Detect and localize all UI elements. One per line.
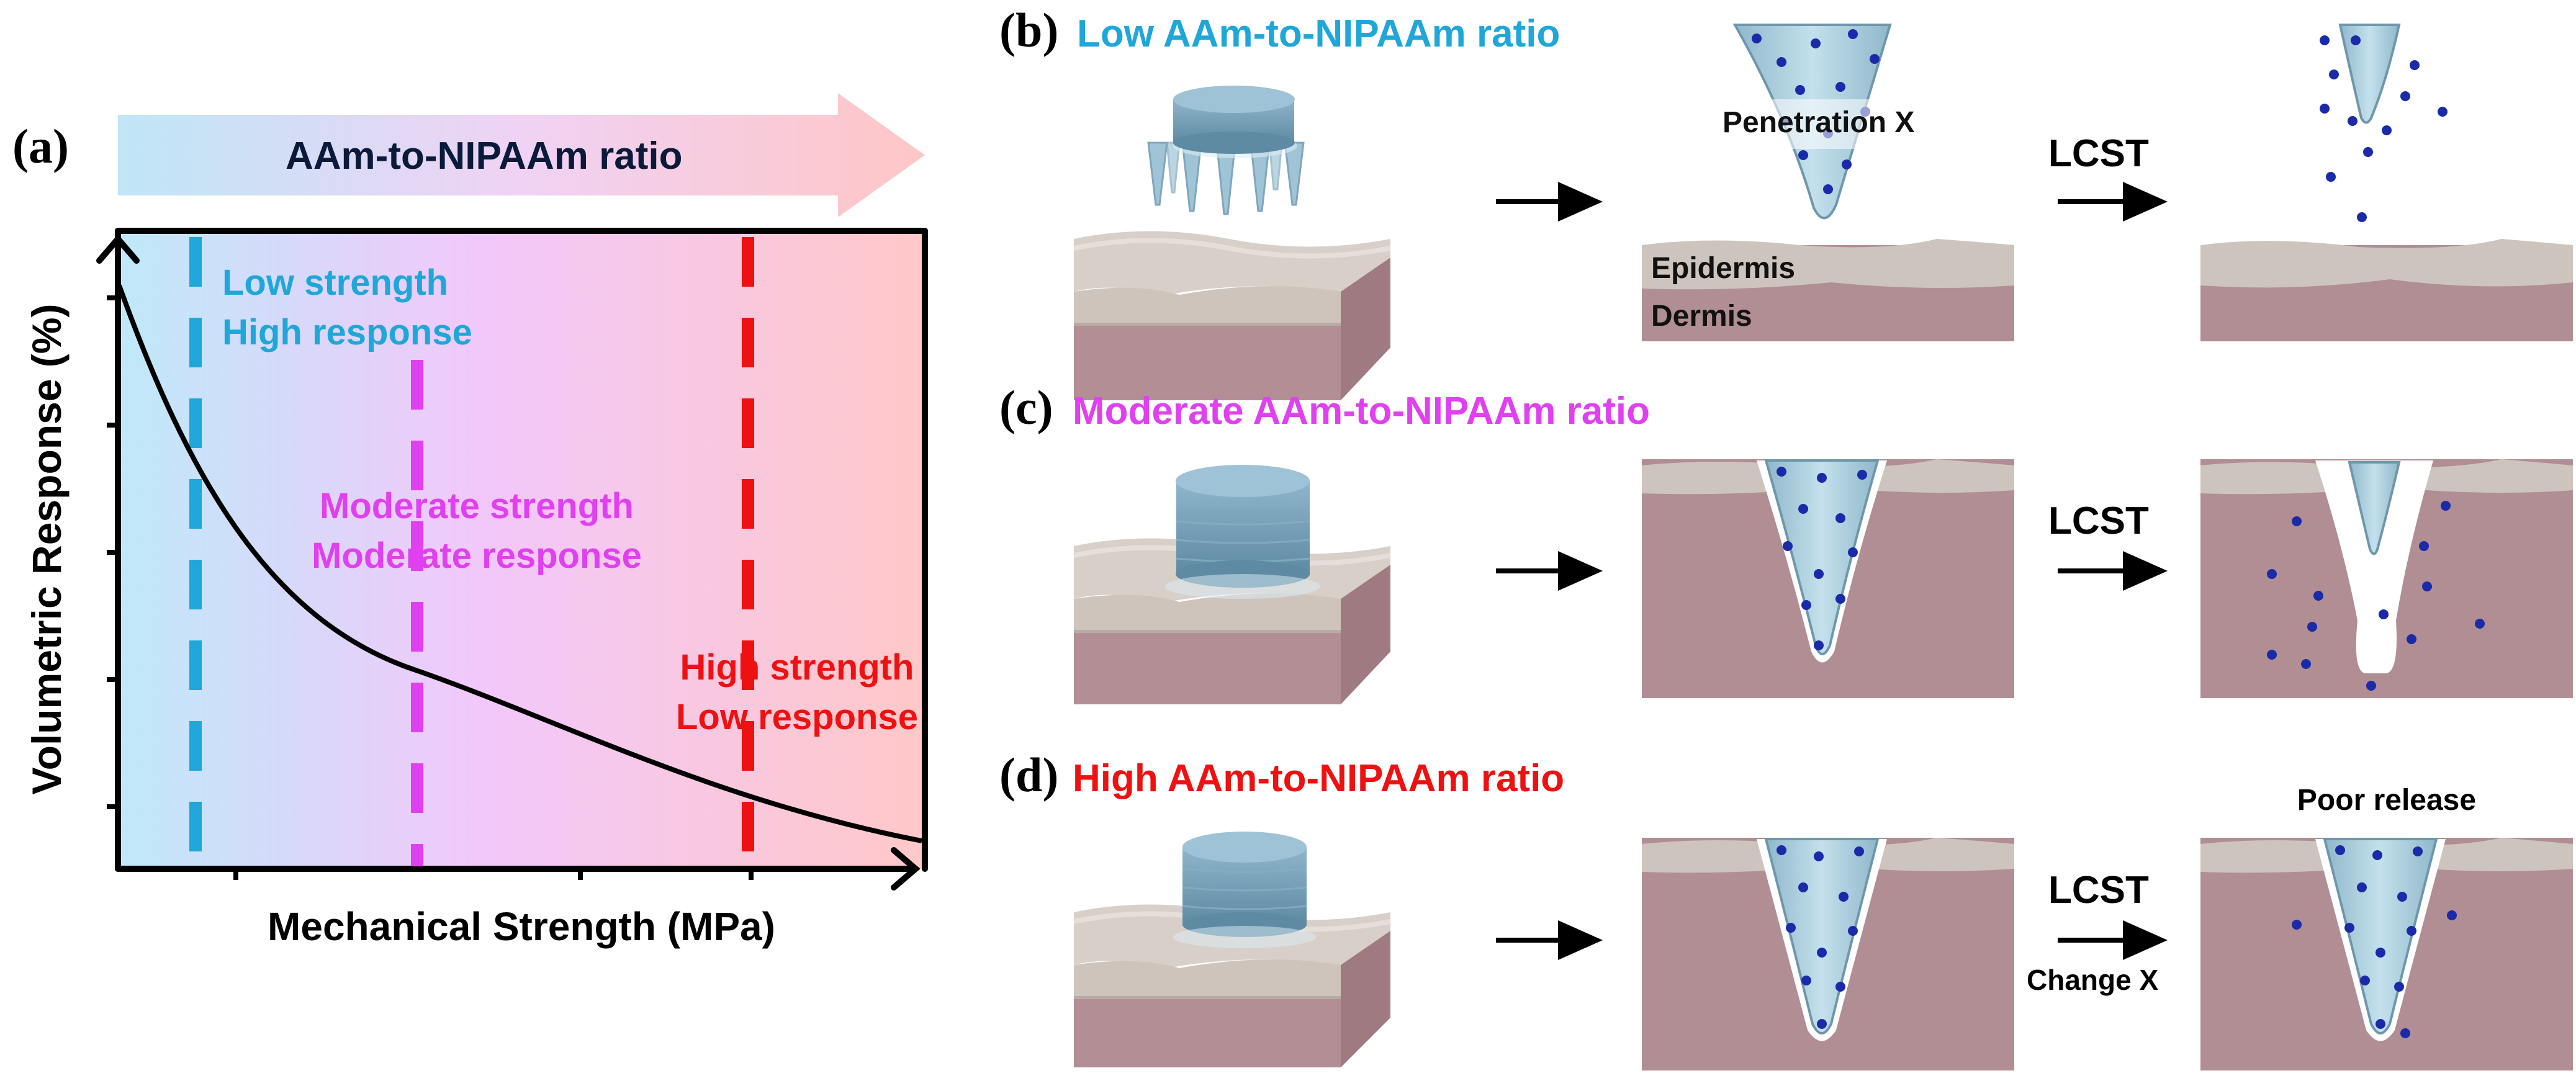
dissolved-needle-c	[2267, 461, 2485, 691]
panel-d: (d) High AAm-to-NIPAAm ratio	[999, 748, 2573, 1070]
tissue-section-b	[1642, 239, 2014, 341]
retained-dots-d	[2335, 845, 2423, 1029]
microneedle-patch-d	[1173, 832, 1316, 948]
panel-b-title: Low AAm-to-NIPAAm ratio	[1077, 12, 1560, 55]
intact-needle-d	[2292, 838, 2457, 1038]
microneedle-c	[1764, 459, 1880, 655]
moderate-zone-text-2: Moderate response	[312, 536, 642, 576]
microneedle-patch-b	[1147, 86, 1305, 215]
panel-b: (b) Low AAm-to-NIPAAm ratio	[999, 3, 2573, 400]
ratio-arrow-text: AAm-to-NIPAAm ratio	[286, 135, 683, 177]
panel-c: (c) Moderate AAm-to-NIPAAm ratio	[999, 380, 2573, 704]
response-curve	[117, 284, 922, 843]
panel-a-label: (a)	[12, 119, 69, 173]
high-zone-text-2: Low response	[676, 697, 918, 737]
low-zone-text-1: Low strength	[222, 263, 448, 303]
lcst-label-d: LCST	[2048, 869, 2149, 912]
penetration-label-bg	[1713, 99, 1961, 149]
low-zone-text-2: High response	[222, 312, 472, 352]
microneedle-patch-c	[1165, 465, 1320, 599]
change-label: Change X	[2027, 964, 2158, 996]
penetration-label: Penetration X	[1723, 106, 1914, 139]
high-zone-text-1: High strength	[680, 647, 914, 688]
released-dots-c	[2267, 501, 2485, 691]
epidermis-label: Epidermis	[1651, 252, 1795, 285]
panel-d-title: High AAm-to-NIPAAm ratio	[1073, 757, 1564, 800]
released-dots-b	[2320, 35, 2448, 222]
microneedle-d	[1764, 838, 1880, 1034]
dermis-label: Dermis	[1651, 300, 1752, 333]
lcst-label-c: LCST	[2048, 500, 2149, 542]
panel-a: (a) AAm-to-NIPAAm ratio	[12, 93, 928, 949]
few-released-dots-d	[2292, 910, 2457, 1038]
poor-release-label: Poor release	[2297, 784, 2476, 817]
axis-ticks	[107, 295, 754, 880]
tissue-section-b2	[2200, 239, 2573, 341]
drug-dots-d	[1777, 845, 1864, 1029]
panel-c-title: Moderate AAm-to-NIPAAm ratio	[1073, 390, 1650, 433]
panel-b-label: (b)	[999, 3, 1058, 57]
y-axis-label: Volumetric Response (%)	[24, 304, 70, 795]
x-axis-label: Mechanical Strength (MPa)	[268, 904, 775, 949]
panel-c-label: (c)	[999, 380, 1053, 434]
skin-block-b	[1073, 231, 1391, 400]
moderate-zone-text-1: Moderate strength	[320, 486, 634, 526]
lcst-label-b: LCST	[2048, 132, 2149, 175]
ratio-gradient-arrow	[118, 93, 925, 217]
panel-d-label: (d)	[999, 748, 1058, 802]
dissolved-needle-b	[2320, 24, 2448, 222]
drug-dots-c	[1777, 467, 1867, 650]
